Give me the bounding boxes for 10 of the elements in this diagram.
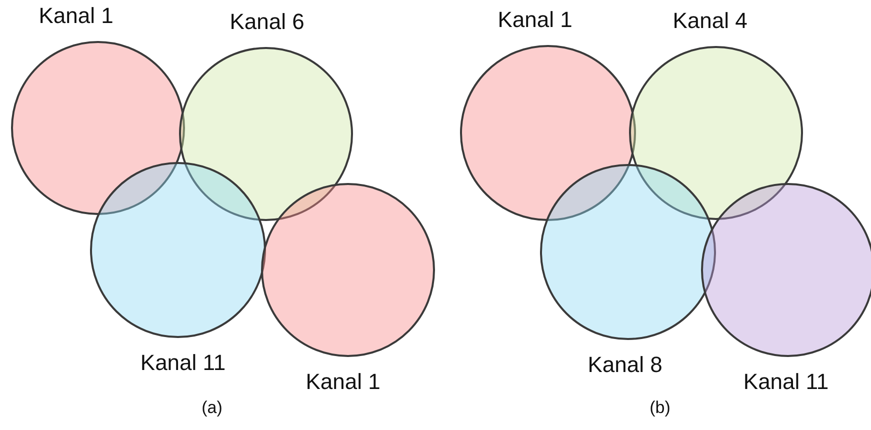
- channel-label: Kanal 1: [306, 369, 380, 395]
- channel-label: Kanal 1: [38, 3, 114, 29]
- channel-label: Kanal 11: [743, 369, 829, 395]
- panel-caption: (b): [650, 398, 670, 418]
- channel-label: Kanal 1: [498, 7, 572, 33]
- panel-caption: (a): [202, 398, 222, 418]
- channel-label: Kanal 4: [672, 8, 748, 34]
- channel-label: Kanal 6: [230, 9, 304, 35]
- channel-label: Kanal 8: [588, 352, 662, 378]
- channel-label: Kanal 11: [140, 350, 226, 376]
